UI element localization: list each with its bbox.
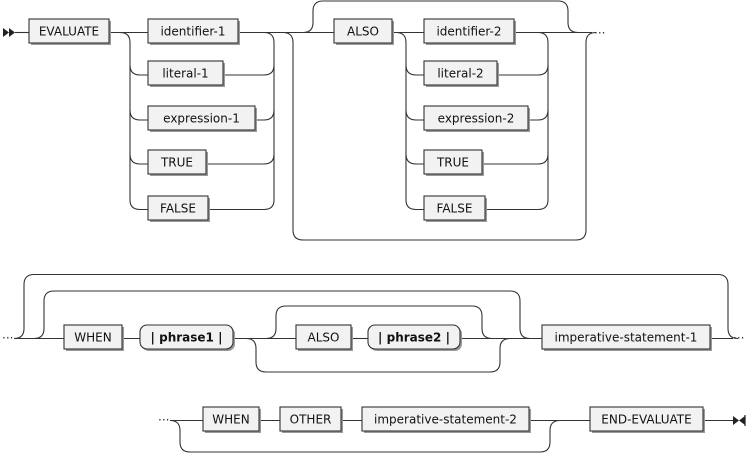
option-true-1: TRUE (147, 149, 208, 176)
keyword-when-2: WHEN (202, 406, 261, 433)
continuation-dots: ··· (594, 26, 605, 40)
continuation-dots-out-2: ··· (733, 331, 744, 345)
fragment-phrase1: | phrase1 | (139, 324, 235, 351)
line2-wires (13, 273, 739, 373)
start-marker-icon (3, 28, 15, 37)
fragment-phrase2: | phrase2 | (367, 324, 462, 351)
svg-text:imperative-statement-2: imperative-statement-2 (374, 413, 517, 427)
svg-text:literal-1: literal-1 (162, 67, 208, 81)
option-false-2: FALSE (423, 195, 487, 222)
svg-text:ALSO: ALSO (308, 331, 340, 345)
continuation-dots-in-2: ··· (2, 331, 13, 345)
svg-text:WHEN: WHEN (74, 331, 111, 345)
keyword-other: OTHER (279, 406, 343, 433)
svg-text:TRUE: TRUE (160, 156, 193, 170)
option-identifier-2: identifier-2 (423, 18, 516, 45)
svg-text:identifier-1: identifier-1 (160, 25, 225, 39)
statement-imperative-2: imperative-statement-2 (361, 406, 531, 433)
option-false-1: FALSE (147, 195, 210, 222)
line3-wires (169, 419, 733, 453)
svg-text:WHEN: WHEN (212, 413, 249, 427)
svg-text:TRUE: TRUE (436, 156, 469, 170)
svg-text:OTHER: OTHER (290, 413, 332, 427)
svg-text:expression-2: expression-2 (438, 112, 515, 126)
option-literal-2: literal-2 (423, 60, 499, 87)
keyword-when-1: WHEN (63, 324, 124, 351)
keyword-also-1: ALSO (333, 18, 394, 45)
svg-text:FALSE: FALSE (437, 202, 473, 216)
statement-imperative-1: imperative-statement-1 (541, 324, 712, 351)
svg-text:expression-1: expression-1 (163, 112, 240, 126)
keyword-evaluate: EVALUATE (28, 18, 111, 45)
svg-text:END-EVALUATE: END-EVALUATE (601, 413, 691, 427)
svg-text:imperative-statement-1: imperative-statement-1 (555, 331, 698, 345)
svg-text:literal-2: literal-2 (437, 67, 483, 81)
svg-text:identifier-2: identifier-2 (436, 25, 501, 39)
option-expression-1: expression-1 (147, 105, 257, 132)
end-marker-icon (733, 415, 746, 426)
keyword-also-2: ALSO (295, 324, 353, 351)
svg-text:| phrase2 |: | phrase2 | (378, 331, 450, 345)
svg-text:FALSE: FALSE (160, 202, 196, 216)
option-literal-1: literal-1 (147, 60, 225, 87)
svg-text:EVALUATE: EVALUATE (39, 25, 99, 39)
option-expression-2: expression-2 (423, 105, 530, 132)
svg-text:| phrase1 |: | phrase1 | (151, 331, 223, 345)
option-true-2: TRUE (423, 149, 484, 176)
keyword-end-evaluate: END-EVALUATE (589, 406, 705, 433)
continuation-dots-in-3: ··· (158, 413, 169, 427)
svg-text:ALSO: ALSO (347, 25, 379, 39)
option-identifier-1: identifier-1 (147, 18, 240, 45)
line1-wires (15, 0, 597, 241)
